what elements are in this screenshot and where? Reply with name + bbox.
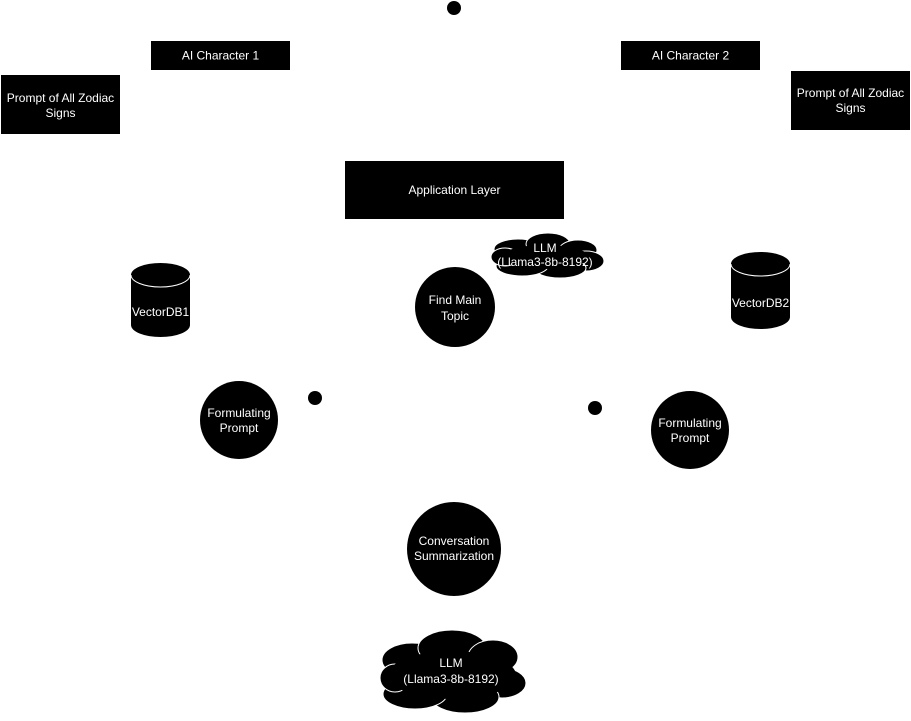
application-layer-label: Application Layer: [408, 183, 500, 197]
formulating-prompt-right-label-line1: Formulating: [658, 416, 721, 430]
ai-character-1-label: AI Character 1: [182, 49, 260, 63]
find-main-topic-label-line2: Topic: [441, 309, 469, 323]
zodiac-prompt-right-node[interactable]: Prompt of All Zodiac Signs: [791, 71, 910, 130]
zodiac-prompt-left-label-line2: Signs: [45, 106, 75, 120]
formulating-prompt-left-label-line1: Formulating: [207, 406, 270, 420]
llm-top-label-line2: (Llama3-8b-8192): [497, 255, 592, 269]
vectordb1-node[interactable]: VectorDB1: [130, 263, 191, 337]
ai-character-1-node[interactable]: AI Character 1: [151, 41, 290, 70]
zodiac-prompt-left-node[interactable]: Prompt of All Zodiac Signs: [1, 75, 120, 134]
vectordb1-label: VectorDB1: [132, 305, 190, 319]
junction-dot-left: [308, 391, 322, 405]
llm-top-label-line1: LLM: [533, 241, 556, 255]
llm-top-cloud[interactable]: LLM (Llama3-8b-8192): [490, 232, 605, 279]
formulating-prompt-left-label-line2: Prompt: [220, 421, 259, 435]
find-main-topic-node[interactable]: Find Main Topic: [415, 267, 495, 347]
llm-bottom-label-line2: (Llama3-8b-8192): [403, 672, 498, 686]
zodiac-prompt-right-label-line2: Signs: [835, 101, 865, 115]
conversation-summarization-node[interactable]: Conversation Summarization: [407, 502, 501, 596]
ai-character-2-label: AI Character 2: [652, 49, 730, 63]
vectordb2-label: VectorDB2: [732, 296, 790, 310]
junction-dot-top: [447, 1, 461, 15]
zodiac-prompt-left-label-line1: Prompt of All Zodiac: [7, 91, 114, 105]
llm-bottom-label-line1: LLM: [439, 656, 462, 670]
conversation-summarization-label-line2: Summarization: [414, 549, 494, 563]
zodiac-prompt-right-label-line1: Prompt of All Zodiac: [797, 86, 904, 100]
ai-character-2-node[interactable]: AI Character 2: [621, 41, 760, 70]
formulating-prompt-right-label-line2: Prompt: [671, 431, 710, 445]
vectordb2-node[interactable]: VectorDB2: [730, 252, 791, 329]
conversation-summarization-label-line1: Conversation: [419, 534, 490, 548]
formulating-prompt-right-node[interactable]: Formulating Prompt: [651, 391, 729, 469]
formulating-prompt-left-node[interactable]: Formulating Prompt: [200, 381, 278, 459]
junction-dot-right: [588, 401, 602, 415]
llm-bottom-cloud[interactable]: LLM (Llama3-8b-8192): [379, 629, 527, 714]
find-main-topic-label-line1: Find Main: [429, 293, 482, 307]
application-layer-node[interactable]: Application Layer: [345, 161, 564, 219]
